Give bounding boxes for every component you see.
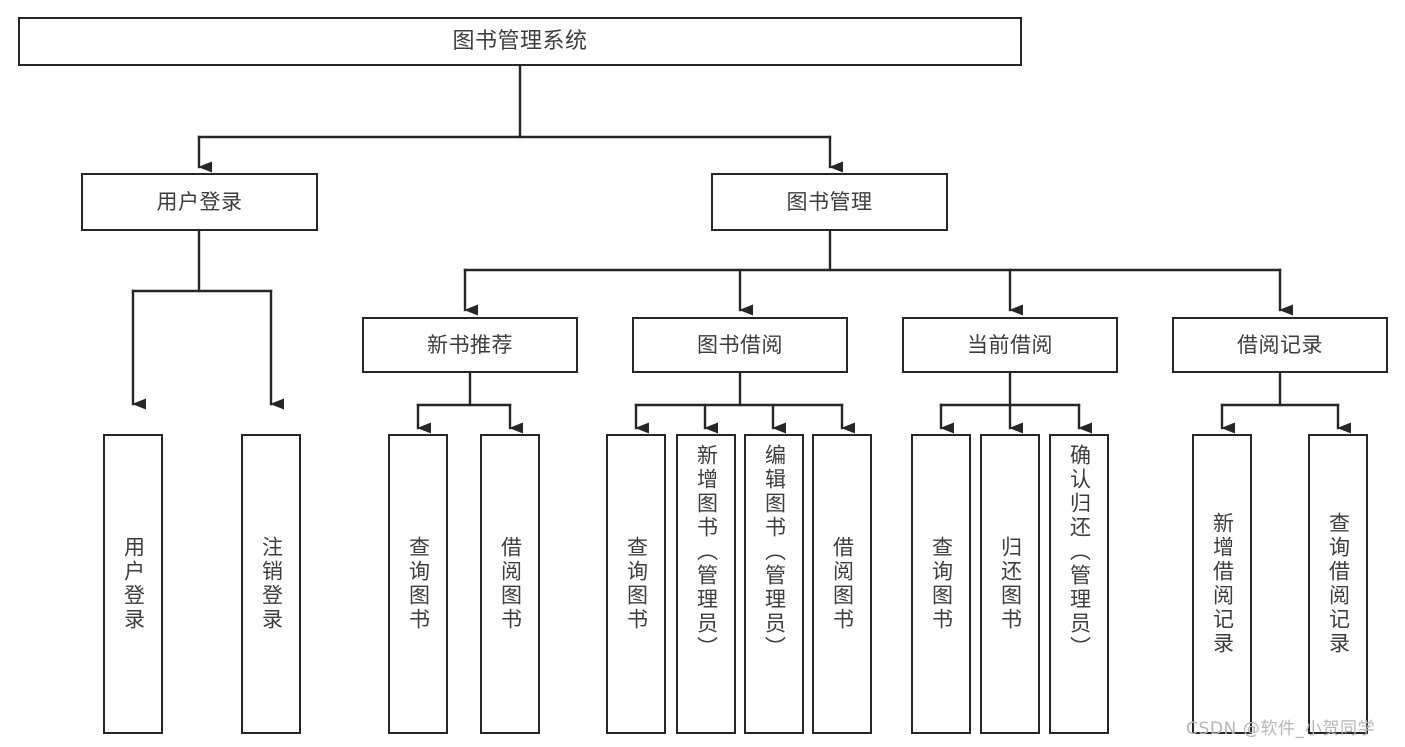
- node-leaf-borrow-book-1[interactable]: 借阅图书: [480, 434, 540, 734]
- node-leaf-borrow-book-1-label: 借阅图书: [498, 536, 523, 632]
- node-borrow-record[interactable]: 借阅记录: [1172, 317, 1388, 373]
- node-book-manage[interactable]: 图书管理: [711, 173, 948, 231]
- node-borrow-record-label: 借阅记录: [1237, 332, 1323, 357]
- node-leaf-query-book-1-label: 查询图书: [406, 536, 431, 632]
- node-leaf-query-record-label: 查询借阅记录: [1326, 512, 1351, 656]
- node-leaf-edit-book[interactable]: 编辑图书（管理员）: [744, 434, 804, 734]
- node-leaf-query-book-2[interactable]: 查询图书: [606, 434, 666, 734]
- node-leaf-query-book-3[interactable]: 查询图书: [911, 434, 971, 734]
- node-leaf-return-book-label: 归还图书: [998, 536, 1023, 632]
- node-user-login-label: 用户登录: [156, 189, 243, 214]
- node-leaf-query-book-1[interactable]: 查询图书: [388, 434, 448, 734]
- node-root[interactable]: 图书管理系统: [18, 17, 1022, 66]
- node-leaf-add-record-label: 新增借阅记录: [1210, 512, 1235, 656]
- node-book-borrow[interactable]: 图书借阅: [632, 317, 848, 373]
- node-new-book-recommend-label: 新书推荐: [427, 332, 513, 357]
- node-current-borrow[interactable]: 当前借阅: [902, 317, 1118, 373]
- node-leaf-add-book-label: 新增图书（管理员）: [694, 444, 719, 660]
- node-leaf-borrow-book-2[interactable]: 借阅图书: [812, 434, 872, 734]
- node-book-manage-label: 图书管理: [786, 189, 873, 214]
- node-user-login[interactable]: 用户登录: [81, 173, 318, 231]
- node-leaf-add-book[interactable]: 新增图书（管理员）: [676, 434, 736, 734]
- node-leaf-user-login[interactable]: 用户登录: [103, 434, 163, 734]
- node-leaf-query-record[interactable]: 查询借阅记录: [1308, 434, 1368, 734]
- node-leaf-confirm-return-label: 确认归还（管理员）: [1067, 444, 1092, 660]
- csdn-watermark: CSDN @软件_小贺同学: [1186, 719, 1376, 739]
- node-leaf-return-book[interactable]: 归还图书: [980, 434, 1040, 734]
- node-leaf-confirm-return[interactable]: 确认归还（管理员）: [1049, 434, 1109, 734]
- node-book-borrow-label: 图书借阅: [697, 332, 783, 357]
- node-leaf-query-book-2-label: 查询图书: [624, 536, 649, 632]
- node-leaf-logout-login-label: 注销登录: [259, 536, 284, 632]
- node-new-book-recommend[interactable]: 新书推荐: [362, 317, 578, 373]
- node-leaf-logout-login[interactable]: 注销登录: [241, 434, 301, 734]
- node-root-label: 图书管理系统: [452, 28, 588, 54]
- node-leaf-edit-book-label: 编辑图书（管理员）: [762, 444, 787, 660]
- node-current-borrow-label: 当前借阅: [967, 332, 1053, 357]
- node-leaf-borrow-book-2-label: 借阅图书: [830, 536, 855, 632]
- node-leaf-user-login-label: 用户登录: [121, 536, 146, 632]
- node-leaf-query-book-3-label: 查询图书: [929, 536, 954, 632]
- node-leaf-add-record[interactable]: 新增借阅记录: [1192, 434, 1252, 734]
